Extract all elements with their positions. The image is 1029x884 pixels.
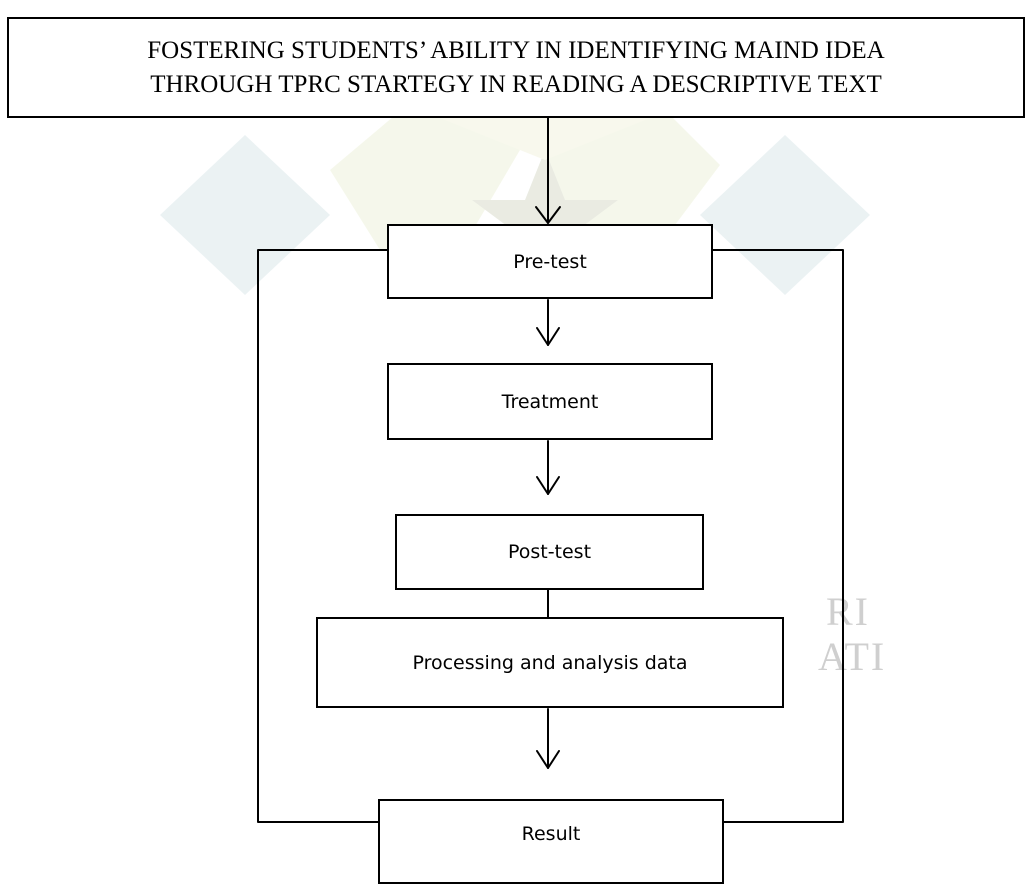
watermark-left-diamond [160, 135, 330, 295]
treatment-box: Treatment [387, 363, 713, 440]
watermark-right-diamond [700, 135, 870, 295]
title-line-1: FOSTERING STUDENTS’ ABILITY IN IDENTIFYI… [147, 36, 885, 64]
arrowhead-treatment-to-posttest [536, 476, 560, 495]
arrowhead-pretest-to-treatment [536, 327, 560, 346]
right-loop-line [712, 249, 844, 823]
title-box: FOSTERING STUDENTS’ ABILITY IN IDENTIFYI… [7, 17, 1025, 118]
watermark-star [472, 150, 618, 282]
pretest-box: Pre-test [387, 224, 713, 299]
posttest-label: Post-test [507, 541, 592, 563]
left-loop-line [257, 249, 388, 823]
treatment-label: Treatment [501, 390, 599, 413]
arrowhead-processing-to-result [536, 750, 560, 769]
title-line-2: THROUGH TPRC STARTEGY IN READING A DESCR… [150, 70, 882, 98]
result-box: Result [378, 799, 724, 884]
processing-box: Processing and analysis data [316, 617, 784, 708]
watermark-text-2: ATI [818, 634, 887, 679]
processing-label: Processing and analysis data [412, 651, 688, 674]
arrowhead-title-to-pretest [535, 206, 561, 224]
posttest-box: Post-test [395, 514, 704, 590]
result-label: Result [521, 822, 581, 845]
pretest-label: Pre-test [513, 250, 587, 273]
watermark-text-1: RI [826, 589, 870, 634]
